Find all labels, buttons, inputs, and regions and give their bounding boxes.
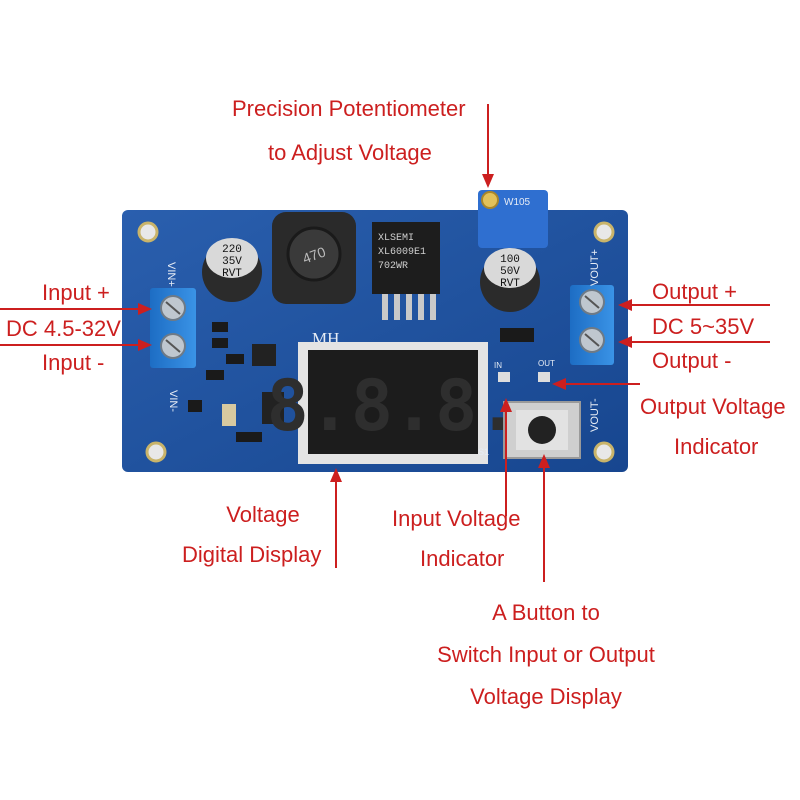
button-label-line-2: Switch Input or Output [437, 642, 655, 667]
s1-label: S1 [478, 447, 489, 457]
pot-code: W105 [504, 197, 531, 208]
display-digits: 8.8.8. [267, 365, 520, 447]
cap-right-line-3: RVT [500, 278, 520, 290]
input-minus-label: Input - [42, 350, 105, 375]
input-indicator-label-line-2: Indicator [420, 546, 505, 571]
vout-minus-label: VOUT- [589, 398, 601, 432]
chip-line-1: XLSEMI [378, 233, 414, 244]
cap-left-line-2: 35V [222, 256, 242, 268]
push-button: S1 [478, 401, 581, 459]
led-display: 8.8.8. [267, 342, 520, 464]
inductor: 470 [272, 212, 356, 304]
capacitor-right: 100 50V RVT [480, 248, 540, 312]
display-label-line-2: Digital Display [182, 542, 322, 567]
capacitor-left: 220 35V RVT [202, 238, 262, 302]
input-plus-label: Input + [42, 280, 110, 305]
output-indicator-label-line-2: Indicator [674, 434, 759, 459]
inductor-code: 470 [300, 243, 328, 266]
potentiometer-label-line-2: to Adjust Voltage [268, 140, 432, 165]
display-label-line-1: Voltage [226, 502, 300, 527]
vin-minus-label: VIN- [167, 390, 179, 412]
cap-right-line-1: 100 [500, 254, 520, 266]
output-minus-label: Output - [652, 348, 732, 373]
cap-right-line-2: 50V [500, 266, 520, 278]
potentiometer-label-line-1: Precision Potentiometer [232, 96, 466, 121]
output-terminal-block [570, 285, 614, 365]
chip-line-3: 702WR [378, 261, 408, 272]
led-out-label: OUT [538, 359, 555, 368]
regulator-chip: XLSEMI XL6009E1 702WR [372, 222, 440, 320]
smd-components [188, 322, 550, 442]
output-dc-label: DC 5~35V [652, 314, 755, 339]
input-indicator-label-line-1: Input Voltage [392, 506, 521, 531]
input-terminal-block [150, 288, 196, 368]
cap-left-line-3: RVT [222, 268, 242, 280]
button-label-line-3: Voltage Display [470, 684, 622, 709]
vin-plus-label: VIN+ [165, 262, 177, 287]
output-indicator-label-line-1: Output Voltage [640, 394, 786, 419]
chip-line-2: XL6009E1 [378, 247, 426, 258]
output-plus-label: Output + [652, 279, 738, 304]
pointer-lines [0, 104, 770, 582]
led-in-label: IN [494, 361, 502, 370]
cap-left-line-1: 220 [222, 244, 242, 256]
mounting-holes [137, 221, 615, 463]
potentiometer: W105 [478, 190, 548, 248]
input-dc-label: DC 4.5-32V [6, 316, 121, 341]
vout-plus-label: VOUT+ [589, 249, 601, 286]
button-label-line-1: A Button to [492, 600, 600, 625]
